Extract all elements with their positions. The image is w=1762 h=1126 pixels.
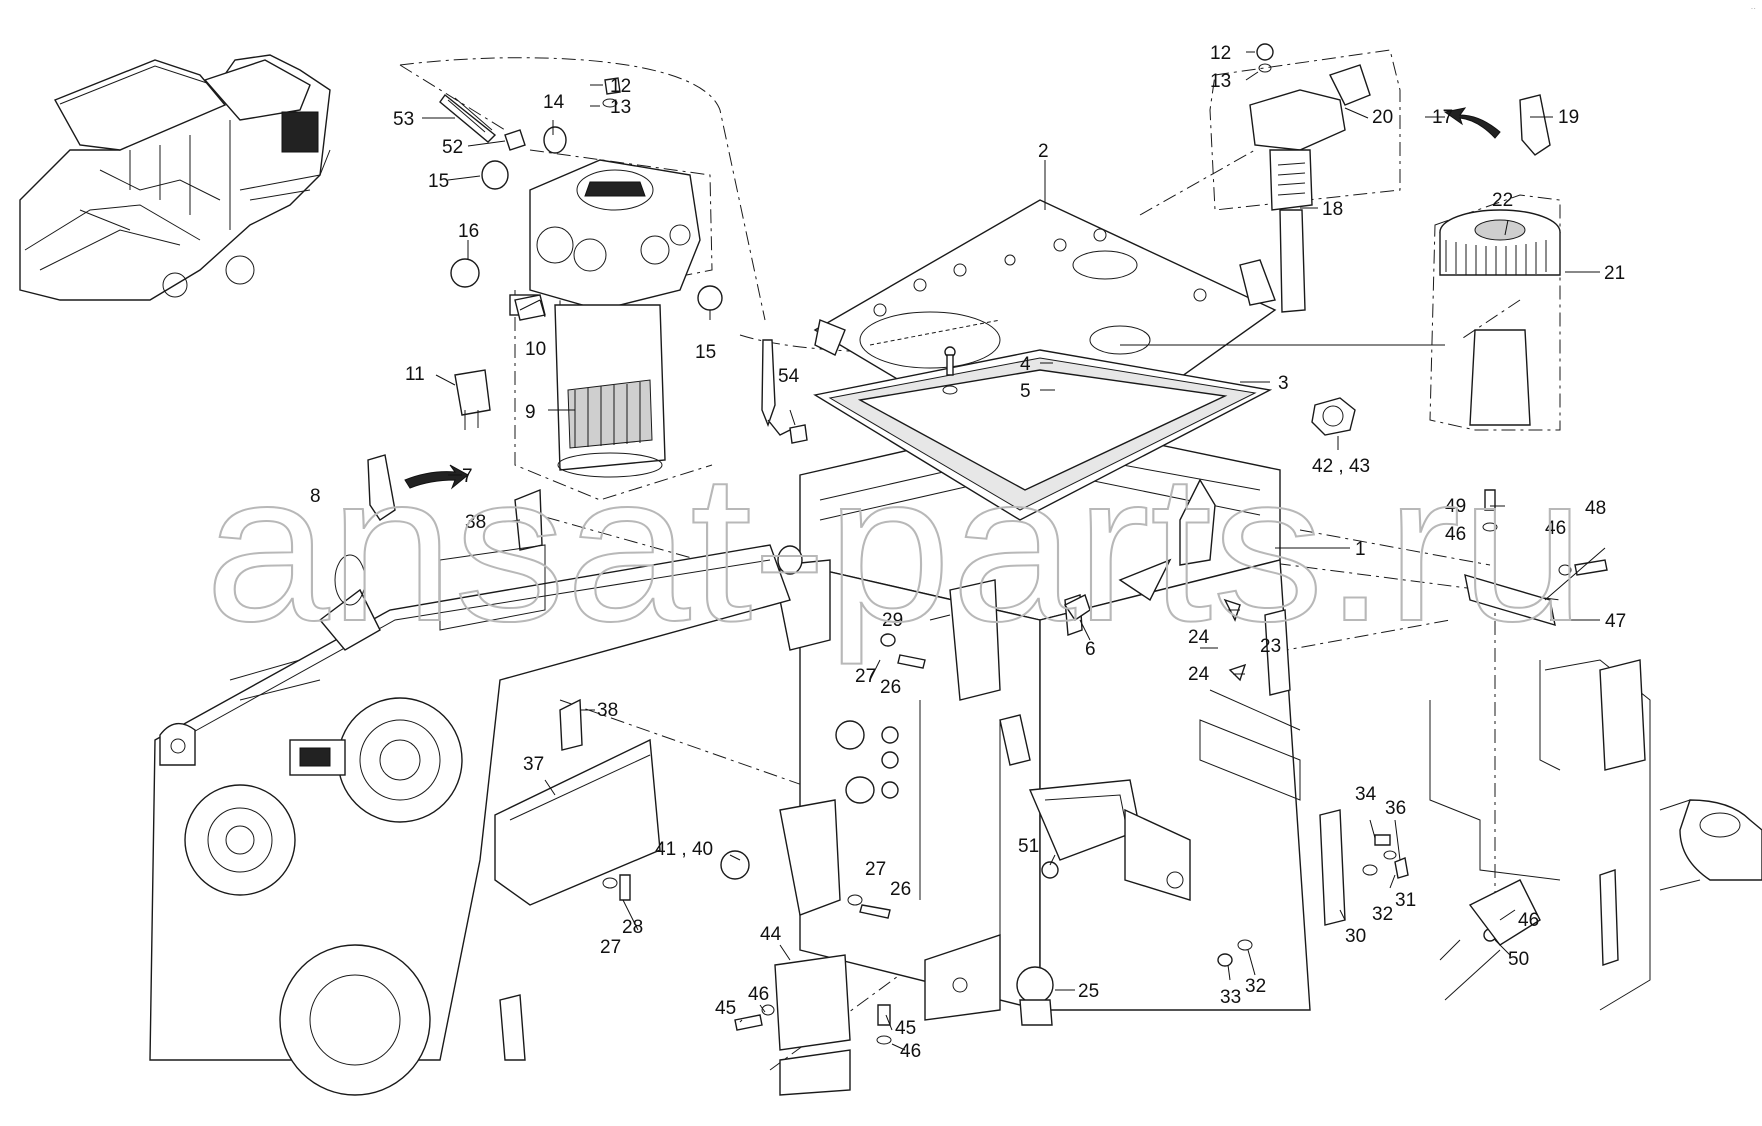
callout-26: 26 [880, 677, 901, 698]
hand-icon-right [1443, 94, 1551, 156]
hydraulic-tank [799, 419, 1311, 1021]
callout-11: 11 [405, 364, 425, 385]
callout-23: 23 [1260, 636, 1281, 657]
callout-7: 7 [462, 466, 473, 487]
callout-32: 32 [1372, 904, 1393, 925]
callout-16: 16 [458, 221, 479, 242]
callout-52: 52 [442, 137, 463, 158]
callout-27: 27 [865, 859, 886, 880]
callout-19: 19 [1558, 107, 1579, 128]
callout-3: 3 [1278, 373, 1289, 394]
callout-47: 47 [1605, 611, 1626, 632]
callout-24: 24 [1188, 627, 1210, 648]
callout-38: 38 [597, 700, 618, 721]
callout-leaders [422, 51, 1606, 1051]
callout-32: 32 [1245, 976, 1266, 997]
breather-hose [761, 339, 808, 444]
callout-18: 18 [1322, 199, 1343, 220]
corner-mark: ·· [1750, 4, 1756, 13]
callout-27: 27 [600, 937, 621, 958]
callout-53: 53 [393, 109, 414, 130]
callout-48: 48 [1585, 498, 1606, 519]
callout-5: 5 [1020, 381, 1031, 402]
callout-33: 33 [1220, 987, 1241, 1008]
mounting-brackets [494, 488, 1556, 1096]
machine-frame [149, 544, 791, 1096]
callout-31: 31 [1395, 890, 1416, 911]
callout-13: 13 [610, 97, 631, 118]
callout-labels: 12 13 14 53 52 15 16 10 15 11 9 54 7 8 3… [310, 43, 1626, 1062]
callout-36: 36 [1385, 798, 1406, 819]
callout-20: 20 [1372, 107, 1393, 128]
callout-42-43: 42 , 43 [1312, 456, 1370, 477]
callout-46: 46 [1445, 524, 1466, 545]
callout-22: 22 [1492, 190, 1513, 211]
callout-30: 30 [1345, 926, 1366, 947]
callout-13: 13 [1210, 71, 1231, 92]
callout-8: 8 [310, 486, 321, 507]
callout-26: 26 [890, 879, 911, 900]
callout-45: 45 [895, 1018, 916, 1039]
callout-37: 37 [523, 754, 544, 775]
callout-34: 34 [1355, 784, 1377, 805]
callout-49: 49 [1445, 496, 1466, 517]
callout-46: 46 [900, 1041, 921, 1062]
hand-icon-left [367, 454, 469, 521]
callout-28: 28 [622, 917, 643, 938]
right-frame-section [1429, 659, 1762, 1011]
callout-4: 4 [1020, 354, 1031, 375]
filter-fittings [439, 77, 723, 430]
callout-29: 29 [882, 610, 903, 631]
callout-38: 38 [465, 512, 486, 533]
machine-overview-illustration [19, 54, 331, 301]
callout-10: 10 [525, 339, 546, 360]
callout-46: 46 [748, 984, 769, 1005]
callout-41-40: 41 , 40 [655, 839, 713, 860]
tank-cover-plate [813, 199, 1277, 471]
callout-54: 54 [778, 366, 800, 387]
callout-2: 2 [1038, 141, 1049, 162]
callout-12: 12 [1210, 43, 1231, 64]
nut [1311, 397, 1356, 436]
pressure-filter-assembly [1249, 43, 1371, 313]
callout-15: 15 [428, 171, 449, 192]
callout-6: 6 [1085, 639, 1096, 660]
callout-25: 25 [1078, 981, 1099, 1002]
callout-15: 15 [695, 342, 716, 363]
callout-50: 50 [1508, 949, 1529, 970]
callout-12: 12 [610, 76, 631, 97]
callout-24: 24 [1188, 664, 1210, 685]
return-filter-assembly [509, 159, 701, 478]
callout-9: 9 [525, 402, 536, 423]
hardware-fasteners [602, 346, 1608, 1045]
callout-44: 44 [760, 924, 782, 945]
callout-27: 27 [855, 666, 876, 687]
callout-21: 21 [1604, 263, 1625, 284]
callout-46: 46 [1518, 910, 1539, 931]
gasket [813, 349, 1273, 521]
callout-45: 45 [715, 998, 736, 1019]
callout-14: 14 [543, 92, 565, 113]
callout-46: 46 [1545, 518, 1566, 539]
callout-1: 1 [1355, 539, 1366, 560]
suction-strainer [1439, 209, 1561, 426]
callout-17: 17 [1432, 107, 1453, 128]
callout-51: 51 [1018, 836, 1039, 857]
